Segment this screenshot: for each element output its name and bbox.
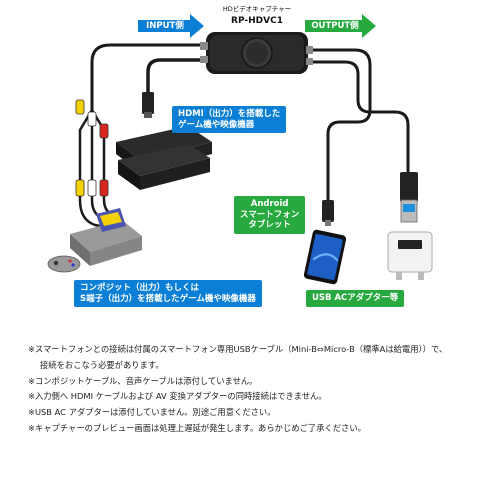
device-subtitle: HDビデオキャプチャー — [222, 5, 292, 13]
device-model: RP-HDVC1 — [231, 16, 283, 26]
input-label: INPUT側 — [146, 21, 184, 31]
hdmi-plug — [142, 92, 154, 118]
av-cable — [90, 43, 210, 110]
rca-plugs-upper — [75, 99, 109, 139]
composite-game-console — [47, 208, 142, 273]
composite-device-callout: コンポジット（出力）もしくは S端子（出力）を搭載したゲーム機や映像機器 — [74, 280, 262, 308]
note-line-5: ※USB AC アダプターは添付していません。別途ご用意ください。 — [28, 407, 276, 417]
usb-a-plug — [400, 172, 418, 223]
android-label: Android スマートフォン タブレット — [234, 196, 306, 234]
usb-ac-adapter — [387, 231, 433, 280]
note-line-3: ※コンポジットケーブル、音声ケーブルは添付していません。 — [28, 375, 258, 386]
hdmi-game-console — [116, 126, 212, 190]
note-line-4: ※入力側へ HDMI ケーブルおよび AV 変換アダプターの同時接続はできません… — [28, 391, 327, 402]
composite-callout-line-2: S端子（出力）を搭載したゲーム機や映像機器 — [80, 293, 256, 304]
note-line-6: ※キャプチャーのプレビュー画面は処理上遅延が発生します。あらかじめご了承ください… — [28, 422, 366, 433]
hdmi-callout-line-1: HDMI（出力）を搭載した — [178, 109, 281, 119]
usb-ac-label: USB ACアダプター等 — [306, 290, 405, 307]
android-label-line-3: タブレット — [248, 220, 291, 231]
hdmi-device-callout: HDMI（出力）を搭載した ゲーム機や映像機器 — [172, 106, 287, 134]
rca-plugs-lower — [75, 179, 109, 197]
android-phone — [303, 229, 347, 285]
android-label-line-1: Android — [250, 199, 289, 209]
note-line-2: 接続をおこなう必要があります。 — [40, 359, 164, 370]
input-arrow — [138, 14, 204, 38]
hdmi-callout-line-2: ゲーム機や映像機器 — [178, 119, 255, 130]
output-cable-phone — [305, 48, 372, 205]
capture-device — [200, 32, 313, 74]
micro-b-plug — [322, 200, 334, 226]
output-arrow — [305, 14, 376, 38]
output-cable-usb — [305, 60, 410, 175]
android-label-line-2: スマートフォン — [240, 209, 300, 220]
composite-callout-line-1: コンポジット（出力）もしくは — [80, 283, 200, 293]
notes-section: ※スマートフォンとの接続は付属のスマートフォン専用USBケーブル（Mini-B⇔… — [28, 342, 488, 437]
hdmi-cable — [146, 58, 210, 95]
output-label: OUTPUT側 — [311, 21, 359, 31]
note-line-1: ※スマートフォンとの接続は付属のスマートフォン専用USBケーブル（Mini-B⇔… — [28, 344, 448, 354]
